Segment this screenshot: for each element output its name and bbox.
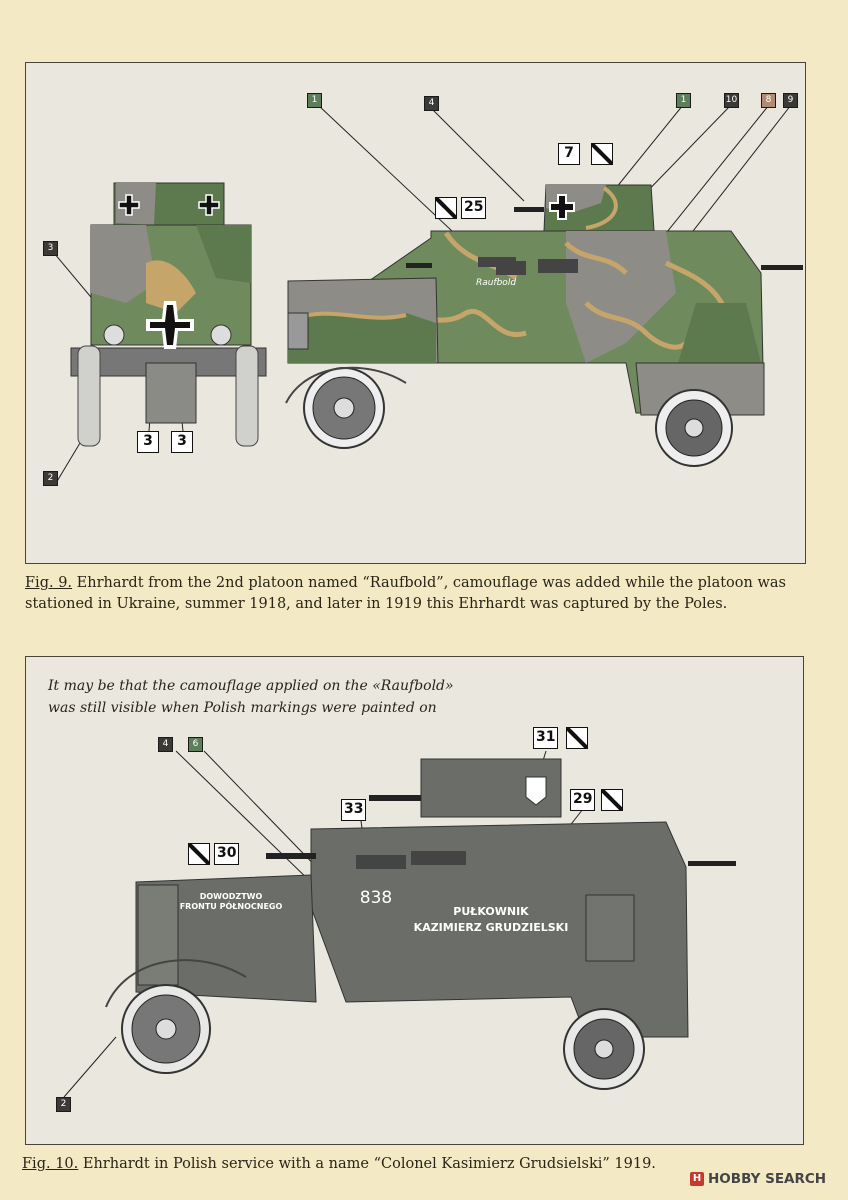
side-view: Raufbold (285, 184, 803, 467)
marker-8: 8 (761, 93, 776, 108)
stencil-icon (566, 727, 588, 749)
name-line-2: KAZIMIERZ GRUDZIELSKI (414, 921, 569, 934)
figure-10-caption: Fig. 10. Ehrhardt in Polish service with… (22, 1154, 722, 1175)
note: It may be that the camouflage applied on… (48, 675, 454, 719)
caption-text: Ehrhardt from the 2nd platoon named “Rau… (25, 575, 786, 612)
caption-figure-ref: Fig. 10. (22, 1156, 79, 1172)
decal-box-30: 30 (214, 843, 240, 865)
vehicle-number: 838 (360, 888, 392, 908)
note-line-1: It may be that the camouflage applied on… (48, 678, 454, 694)
marker-1-right: 1 (676, 93, 691, 108)
caption-text: Ehrhardt in Polish service with a name “… (78, 1156, 656, 1172)
marker-2: 2 (56, 1097, 71, 1112)
decal-box-29: 29 (570, 789, 596, 811)
logo-mark: H (690, 1172, 704, 1186)
decal-box-25: 25 (461, 197, 487, 219)
marker-6: 6 (188, 737, 203, 752)
figure-9-panel: Raufbold 1 4 1 10 8 9 3 2 7 25 3 3 (25, 62, 806, 564)
logo-text: HOBBY SEARCH (708, 1171, 827, 1187)
hood-line-1: DOWODZTWO (200, 892, 263, 901)
caption-figure-ref: Fig. 9. (25, 575, 73, 591)
stencil-icon (188, 843, 210, 865)
marker-10: 10 (724, 93, 739, 108)
front-view (70, 182, 267, 447)
hobby-search-logo: H HOBBY SEARCH (690, 1168, 826, 1190)
raufbold-illustration: Raufbold (53, 104, 803, 484)
marker-4: 4 (158, 737, 173, 752)
note-line-2: was still visible when Polish markings w… (48, 700, 437, 716)
figure-10-panel: DOWODZTWO FRONTU PÓŁNOCNEGO 838 PUŁKOWNI… (25, 656, 804, 1145)
decal-box-31: 31 (533, 727, 559, 749)
marker-3-left: 3 (43, 241, 58, 256)
marker-9: 9 (783, 93, 798, 108)
decal-box-3a: 3 (137, 431, 159, 453)
stencil-icon (435, 197, 457, 219)
name-line-1: PUŁKOWNIK (453, 905, 529, 918)
decal-box-3b: 3 (171, 431, 193, 453)
figure-9-caption: Fig. 9. Ehrhardt from the 2nd platoon na… (25, 573, 815, 615)
vehicle-name: Raufbold (476, 278, 516, 288)
marker-2-bottom: 2 (43, 471, 58, 486)
decal-box-7: 7 (558, 143, 580, 165)
stencil-icon (601, 789, 623, 811)
marker-4-top: 4 (424, 96, 439, 111)
marker-1-left: 1 (307, 93, 322, 108)
stencil-icon (591, 143, 613, 165)
decal-box-33: 33 (341, 799, 367, 821)
hood-line-2: FRONTU PÓŁNOCNEGO (180, 900, 283, 911)
polish-ehrhardt-illustration: DOWODZTWO FRONTU PÓŁNOCNEGO 838 PUŁKOWNI… (63, 750, 736, 1098)
